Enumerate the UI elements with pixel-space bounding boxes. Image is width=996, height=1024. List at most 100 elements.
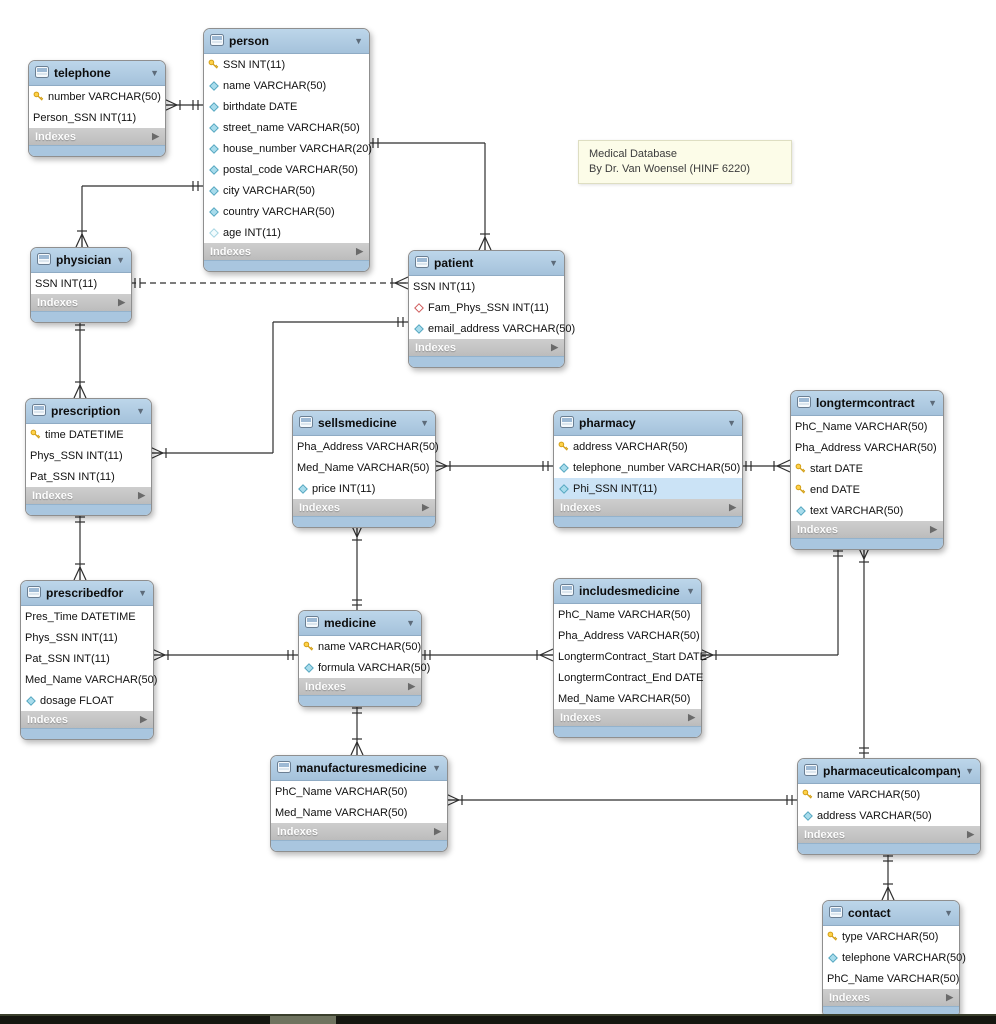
column-row-person-1[interactable]: name VARCHAR(50) xyxy=(204,75,369,96)
column-row-includesmedicine-4[interactable]: Med_Name VARCHAR(50) xyxy=(554,688,701,709)
column-row-person-5[interactable]: postal_code VARCHAR(50) xyxy=(204,159,369,180)
column-row-telephone-1[interactable]: Person_SSN INT(11) xyxy=(29,107,165,128)
indexes-bar[interactable]: Indexes▶ xyxy=(823,989,959,1006)
column-row-prescription-2[interactable]: Pat_SSN INT(11) xyxy=(26,466,151,487)
table-header[interactable]: contact▼ xyxy=(823,901,959,926)
indexes-bar[interactable]: Indexes▶ xyxy=(409,339,564,356)
expand-arrow-icon[interactable]: ▶ xyxy=(434,826,441,836)
column-row-pharmacy-0[interactable]: address VARCHAR(50) xyxy=(554,436,742,457)
collapse-arrow-icon[interactable]: ▼ xyxy=(116,254,125,265)
column-row-person-2[interactable]: birthdate DATE xyxy=(204,96,369,117)
expand-arrow-icon[interactable]: ▶ xyxy=(140,714,147,724)
collapse-arrow-icon[interactable]: ▼ xyxy=(727,417,736,428)
indexes-bar[interactable]: Indexes▶ xyxy=(791,521,943,538)
column-row-longtermcontract-3[interactable]: end DATE xyxy=(791,479,943,500)
column-row-prescribedfor-3[interactable]: Med_Name VARCHAR(50) xyxy=(21,669,157,690)
collapse-arrow-icon[interactable]: ▼ xyxy=(420,417,429,428)
collapse-arrow-icon[interactable]: ▼ xyxy=(965,765,974,776)
table-header[interactable]: prescribedfor▼ xyxy=(21,581,153,606)
table-includesmedicine[interactable]: includesmedicine▼PhC_Name VARCHAR(50)Pha… xyxy=(553,578,707,738)
collapse-arrow-icon[interactable]: ▼ xyxy=(944,907,953,918)
diagram-note[interactable]: Medical Database By Dr. Van Woensel (HIN… xyxy=(578,140,792,184)
column-row-includesmedicine-0[interactable]: PhC_Name VARCHAR(50) xyxy=(554,604,701,625)
column-row-person-7[interactable]: country VARCHAR(50) xyxy=(204,201,369,222)
table-pharmaceuticalcompany[interactable]: pharmaceuticalcompany▼name VARCHAR(50)ad… xyxy=(797,758,981,855)
column-row-longtermcontract-4[interactable]: text VARCHAR(50) xyxy=(791,500,943,521)
column-row-prescribedfor-0[interactable]: Pres_Time DATETIME xyxy=(21,606,153,627)
collapse-arrow-icon[interactable]: ▼ xyxy=(549,257,558,268)
expand-arrow-icon[interactable]: ▶ xyxy=(688,712,695,722)
column-row-sellsmedicine-1[interactable]: Med_Name VARCHAR(50) xyxy=(293,457,435,478)
column-row-medicine-1[interactable]: formula VARCHAR(50) xyxy=(299,657,430,678)
column-row-person-3[interactable]: street_name VARCHAR(50) xyxy=(204,117,369,138)
column-row-includesmedicine-3[interactable]: LongtermContract_End DATE xyxy=(554,667,703,688)
table-header[interactable]: sellsmedicine▼ xyxy=(293,411,435,436)
column-row-telephone-0[interactable]: number VARCHAR(50) xyxy=(29,86,165,107)
horizontal-scrollbar[interactable] xyxy=(0,1014,996,1024)
column-row-includesmedicine-1[interactable]: Pha_Address VARCHAR(50) xyxy=(554,625,701,646)
expand-arrow-icon[interactable]: ▶ xyxy=(946,992,953,1002)
column-row-pharmacy-1[interactable]: telephone_number VARCHAR(50) xyxy=(554,457,742,478)
column-row-contact-0[interactable]: type VARCHAR(50) xyxy=(823,926,959,947)
expand-arrow-icon[interactable]: ▶ xyxy=(408,681,415,691)
indexes-bar[interactable]: Indexes▶ xyxy=(554,499,742,516)
column-row-contact-1[interactable]: telephone VARCHAR(50) xyxy=(823,947,966,968)
expand-arrow-icon[interactable]: ▶ xyxy=(930,524,937,534)
table-header[interactable]: prescription▼ xyxy=(26,399,151,424)
table-header[interactable]: medicine▼ xyxy=(299,611,421,636)
table-contact[interactable]: contact▼type VARCHAR(50)telephone VARCHA… xyxy=(822,900,966,1018)
table-header[interactable]: includesmedicine▼ xyxy=(554,579,701,604)
table-header[interactable]: physician▼ xyxy=(31,248,131,273)
table-header[interactable]: pharmacy▼ xyxy=(554,411,742,436)
column-row-longtermcontract-1[interactable]: Pha_Address VARCHAR(50) xyxy=(791,437,943,458)
column-row-prescribedfor-1[interactable]: Phys_SSN INT(11) xyxy=(21,627,153,648)
table-person[interactable]: person▼SSN INT(11)name VARCHAR(50)birthd… xyxy=(203,28,372,272)
table-sellsmedicine[interactable]: sellsmedicine▼Pha_Address VARCHAR(50)Med… xyxy=(292,410,439,528)
expand-arrow-icon[interactable]: ▶ xyxy=(118,297,125,307)
column-row-pharmaceuticalcompany-0[interactable]: name VARCHAR(50) xyxy=(798,784,980,805)
indexes-bar[interactable]: Indexes▶ xyxy=(26,487,151,504)
indexes-bar[interactable]: Indexes▶ xyxy=(31,294,131,311)
column-row-patient-1[interactable]: Fam_Phys_SSN INT(11) xyxy=(409,297,564,318)
column-row-patient-0[interactable]: SSN INT(11) xyxy=(409,276,564,297)
column-row-person-8[interactable]: age INT(11) xyxy=(204,222,369,243)
column-row-manufacturesmedicine-0[interactable]: PhC_Name VARCHAR(50) xyxy=(271,781,447,802)
expand-arrow-icon[interactable]: ▶ xyxy=(422,502,429,512)
column-row-prescription-0[interactable]: time DATETIME xyxy=(26,424,151,445)
column-row-prescription-1[interactable]: Phys_SSN INT(11) xyxy=(26,445,151,466)
column-row-manufacturesmedicine-1[interactable]: Med_Name VARCHAR(50) xyxy=(271,802,447,823)
expand-arrow-icon[interactable]: ▶ xyxy=(138,490,145,500)
scrollbar-thumb[interactable] xyxy=(270,1016,336,1024)
column-row-person-0[interactable]: SSN INT(11) xyxy=(204,54,369,75)
table-physician[interactable]: physician▼SSN INT(11)Indexes▶ xyxy=(30,247,132,323)
table-header[interactable]: longtermcontract▼ xyxy=(791,391,943,416)
expand-arrow-icon[interactable]: ▶ xyxy=(729,502,736,512)
expand-arrow-icon[interactable]: ▶ xyxy=(967,829,974,839)
table-manufacturesmedicine[interactable]: manufacturesmedicine▼PhC_Name VARCHAR(50… xyxy=(270,755,448,852)
column-row-person-4[interactable]: house_number VARCHAR(20) xyxy=(204,138,372,159)
table-medicine[interactable]: medicine▼name VARCHAR(50)formula VARCHAR… xyxy=(298,610,430,707)
table-longtermcontract[interactable]: longtermcontract▼PhC_Name VARCHAR(50)Pha… xyxy=(790,390,944,550)
indexes-bar[interactable]: Indexes▶ xyxy=(554,709,701,726)
collapse-arrow-icon[interactable]: ▼ xyxy=(406,617,415,628)
indexes-bar[interactable]: Indexes▶ xyxy=(271,823,447,840)
column-row-prescribedfor-2[interactable]: Pat_SSN INT(11) xyxy=(21,648,153,669)
expand-arrow-icon[interactable]: ▶ xyxy=(356,246,363,256)
column-row-prescribedfor-4[interactable]: dosage FLOAT xyxy=(21,690,153,711)
collapse-arrow-icon[interactable]: ▼ xyxy=(928,397,937,408)
table-pharmacy[interactable]: pharmacy▼address VARCHAR(50)telephone_nu… xyxy=(553,410,743,528)
column-row-person-6[interactable]: city VARCHAR(50) xyxy=(204,180,369,201)
expand-arrow-icon[interactable]: ▶ xyxy=(152,131,159,141)
expand-arrow-icon[interactable]: ▶ xyxy=(551,342,558,352)
column-row-contact-2[interactable]: PhC_Name VARCHAR(50) xyxy=(823,968,959,989)
column-row-sellsmedicine-0[interactable]: Pha_Address VARCHAR(50) xyxy=(293,436,439,457)
column-row-pharmacy-2[interactable]: Phi_SSN INT(11) xyxy=(554,478,742,499)
column-row-physician-0[interactable]: SSN INT(11) xyxy=(31,273,131,294)
indexes-bar[interactable]: Indexes▶ xyxy=(204,243,369,260)
indexes-bar[interactable]: Indexes▶ xyxy=(29,128,165,145)
table-header[interactable]: manufacturesmedicine▼ xyxy=(271,756,447,781)
indexes-bar[interactable]: Indexes▶ xyxy=(21,711,153,728)
collapse-arrow-icon[interactable]: ▼ xyxy=(432,762,441,773)
